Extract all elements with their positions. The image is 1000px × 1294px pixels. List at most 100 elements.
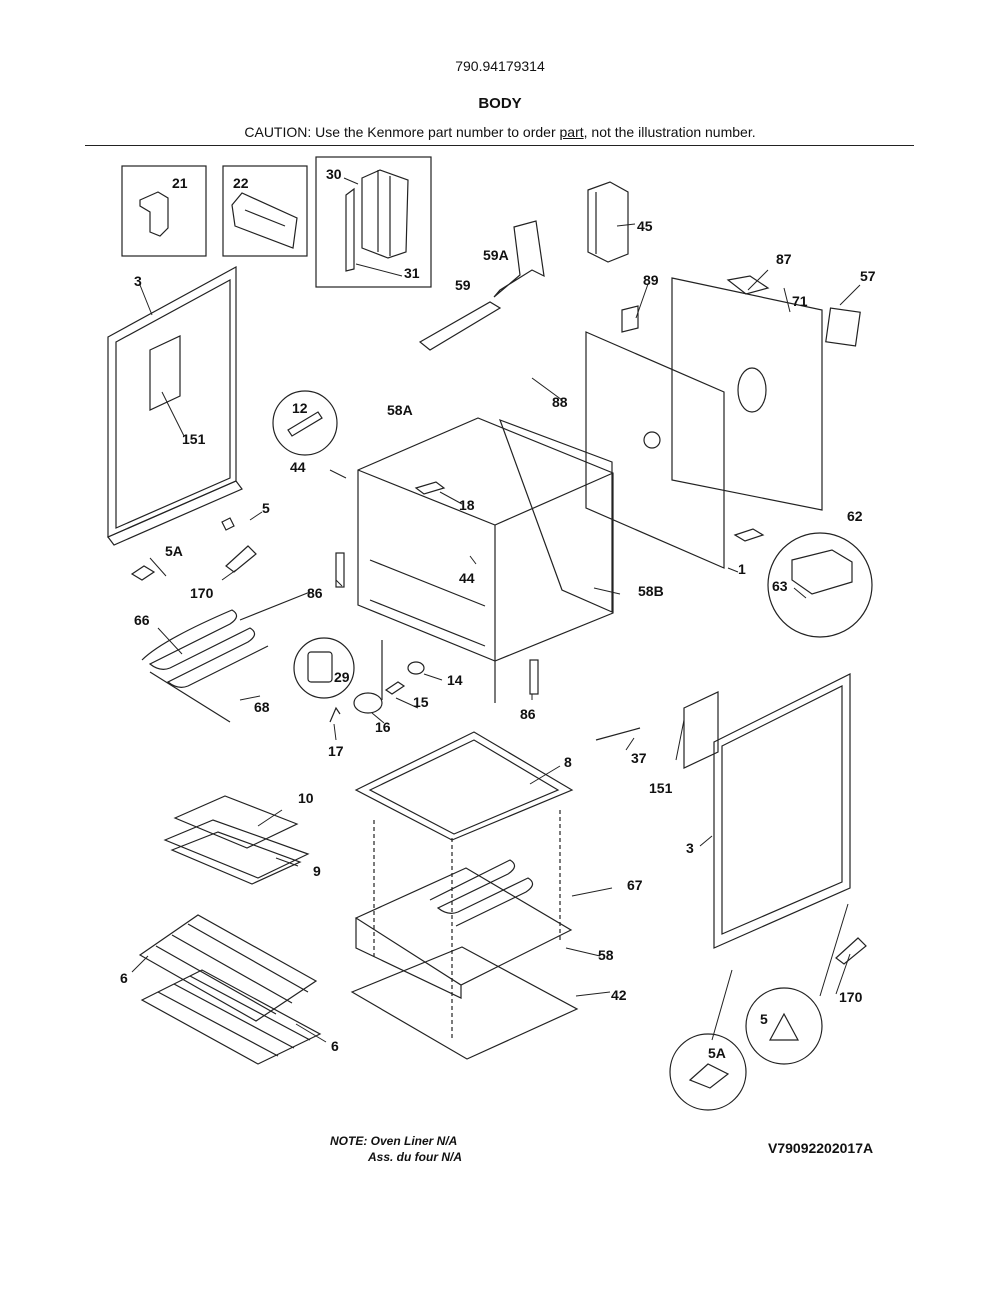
footnote-line-1: NOTE: Oven Liner N/A bbox=[330, 1134, 458, 1148]
part-17-shape bbox=[329, 706, 341, 723]
part-86b-shape bbox=[529, 659, 539, 695]
callout-6-b: 6 bbox=[331, 1038, 339, 1054]
part-59a-shape bbox=[493, 220, 545, 298]
leader-lines bbox=[131, 177, 861, 1043]
part-16-shape bbox=[353, 692, 383, 714]
callout-17: 17 bbox=[328, 743, 344, 759]
callout-6-a: 6 bbox=[120, 970, 128, 986]
bake-element-66-shape bbox=[141, 591, 311, 688]
callout-59: 59 bbox=[455, 277, 471, 293]
callout-170-right: 170 bbox=[839, 989, 863, 1005]
part-87-shape bbox=[726, 275, 770, 295]
callout-5-left: 5 bbox=[262, 500, 270, 516]
callout-63: 63 bbox=[772, 578, 788, 594]
part-57-shape bbox=[825, 307, 861, 347]
callout-10: 10 bbox=[298, 790, 314, 806]
inset-box-22 bbox=[222, 165, 308, 257]
callout-58b: 58B bbox=[638, 583, 664, 599]
callout-circle-29 bbox=[293, 637, 355, 699]
callout-68: 68 bbox=[254, 699, 270, 715]
callout-62: 62 bbox=[847, 508, 863, 524]
callout-67: 67 bbox=[627, 877, 643, 893]
callout-circle-12 bbox=[272, 390, 338, 456]
callout-31: 31 bbox=[404, 265, 420, 281]
diagram-code: V79092202017A bbox=[768, 1140, 874, 1156]
callout-22: 22 bbox=[233, 175, 249, 191]
callout-44-b: 44 bbox=[459, 570, 475, 586]
model-number: 790.94179314 bbox=[455, 58, 545, 74]
drawer-base-42-shape bbox=[350, 946, 579, 1060]
callout-21: 21 bbox=[172, 175, 188, 191]
broil-grid-10-shape bbox=[173, 795, 299, 849]
callout-12: 12 bbox=[292, 400, 308, 416]
part-12-shape bbox=[287, 411, 323, 437]
left-side-panel-shape bbox=[107, 265, 243, 546]
callout-71: 71 bbox=[792, 293, 808, 309]
callout-5a-left: 5A bbox=[165, 543, 183, 559]
broil-pan-9-shape bbox=[163, 819, 310, 885]
insulation-58b-shape bbox=[498, 418, 613, 613]
oven-rack-lower-shape bbox=[140, 969, 322, 1065]
part-30-shape bbox=[361, 169, 409, 259]
back-wall-1-shape bbox=[585, 331, 725, 569]
callout-86-b: 86 bbox=[520, 706, 536, 722]
callout-88: 88 bbox=[552, 394, 568, 410]
part-89-shape bbox=[621, 305, 639, 333]
leveler-5a-shape bbox=[688, 1063, 730, 1089]
callout-42: 42 bbox=[611, 987, 627, 1003]
callout-66: 66 bbox=[134, 612, 150, 628]
callout-16: 16 bbox=[375, 719, 391, 735]
callout-18: 18 bbox=[459, 497, 475, 513]
bracket-170-right-shape bbox=[835, 937, 867, 965]
callout-3-right: 3 bbox=[686, 840, 694, 856]
part-29-shape bbox=[307, 651, 333, 683]
callout-circle-5a bbox=[669, 1033, 747, 1111]
insulation-58-shape bbox=[354, 867, 573, 999]
callout-170-left: 170 bbox=[190, 585, 214, 601]
callout-151-left: 151 bbox=[182, 431, 206, 447]
callout-8: 8 bbox=[564, 754, 572, 770]
callout-59a: 59A bbox=[483, 247, 509, 263]
oven-bottom-8-shape bbox=[354, 731, 574, 841]
part-62-small-shape bbox=[733, 528, 765, 542]
callout-44-a: 44 bbox=[290, 459, 306, 475]
part-45-shape bbox=[587, 181, 629, 263]
bake-element-68-shape bbox=[149, 671, 231, 723]
callout-57: 57 bbox=[860, 268, 876, 284]
callout-58a: 58A bbox=[387, 402, 413, 418]
part-14-shape bbox=[407, 661, 425, 675]
caution-text: CAUTION: Use the Kenmore part number to … bbox=[0, 124, 1000, 140]
oven-rack-upper-shape bbox=[138, 914, 318, 1022]
leveler-5-left-shape bbox=[221, 517, 235, 531]
leveler-5-shape bbox=[768, 1012, 800, 1041]
part-31-shape bbox=[345, 187, 355, 272]
callout-86-a: 86 bbox=[307, 585, 323, 601]
callout-29: 29 bbox=[334, 669, 350, 685]
leveler-5a-left-shape bbox=[130, 565, 156, 581]
callout-30: 30 bbox=[326, 166, 342, 182]
callout-9: 9 bbox=[313, 863, 321, 879]
callout-5a-right: 5A bbox=[708, 1045, 726, 1061]
callout-1: 1 bbox=[738, 561, 746, 577]
caution-suffix: , not the illustration number. bbox=[583, 124, 756, 140]
part-18-shape bbox=[414, 481, 446, 495]
part-62-shape bbox=[791, 549, 853, 595]
part-59-shape bbox=[418, 301, 502, 351]
part-151-right-shape bbox=[683, 691, 719, 769]
callout-58: 58 bbox=[598, 947, 614, 963]
callout-15: 15 bbox=[413, 694, 429, 710]
part-37-shape bbox=[595, 727, 641, 741]
callout-5-right: 5 bbox=[760, 1011, 768, 1027]
rear-panel-71-shape bbox=[671, 277, 823, 511]
section-title: BODY bbox=[478, 95, 522, 112]
bracket-170-left-shape bbox=[225, 545, 257, 573]
part-22-shape bbox=[231, 192, 298, 249]
callout-87: 87 bbox=[776, 251, 792, 267]
callout-151-right: 151 bbox=[649, 780, 673, 796]
bake-element-67-shape bbox=[429, 859, 534, 927]
right-side-panel-shape bbox=[713, 673, 851, 949]
callout-45: 45 bbox=[637, 218, 653, 234]
caution-prefix: CAUTION: Use the Kenmore part number to … bbox=[244, 124, 560, 140]
header-rule bbox=[85, 145, 914, 146]
